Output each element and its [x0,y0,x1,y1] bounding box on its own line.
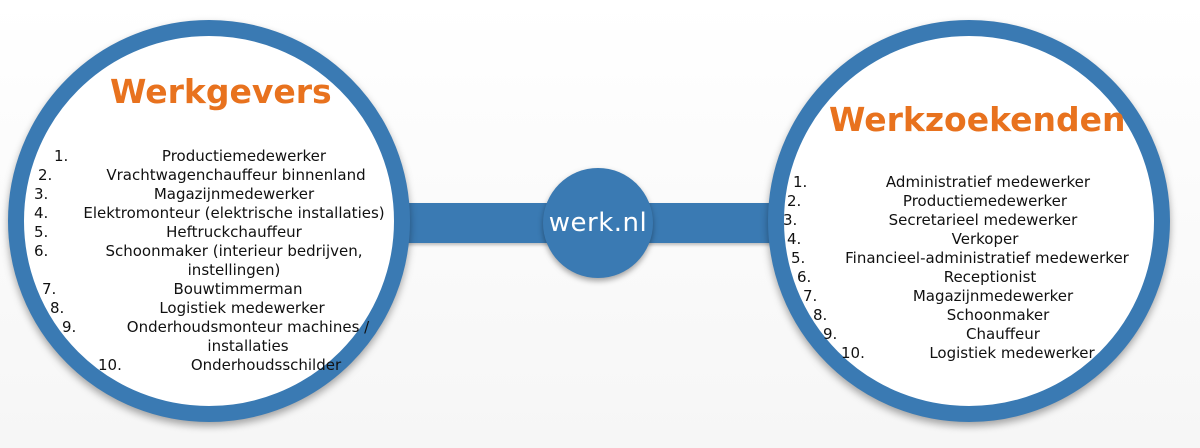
item-number: 5. [791,249,806,267]
list-item: 1. Administratief medewerker [783,173,1153,192]
item-text: Logistiek medewerker [929,344,1095,362]
list-item: 7. Magazijnmedewerker [783,287,1153,306]
item-number: 5. [34,223,49,241]
jobseekers-job-list: 1. Administratief medewerker 2. Productiem… [783,173,1153,363]
list-item: 5. Financieel-administratief medewerker [783,249,1153,268]
werk-nl-hub: werk.nl [543,168,653,278]
item-text: Schoonmaker [946,306,1050,324]
item-number: 1. [793,173,808,191]
item-number: 6. [34,242,49,260]
item-text: Productiemedewerker [161,147,327,165]
item-text: Heftruckchauffeur [166,223,302,241]
item-text: Magazijnmedewerker [912,287,1074,305]
item-text: Verkoper [951,230,1019,248]
item-text: Magazijnmedewerker [153,185,315,203]
list-item: 10. Logistiek medewerker [783,344,1153,363]
item-text: Administratief medewerker [885,173,1091,191]
list-item: 9. Chauffeur [783,325,1153,344]
item-number: 8. [50,299,65,317]
item-text: Productiemedewerker [902,192,1068,210]
item-number: 7. [42,280,57,298]
list-item: 9. Onderhoudsmonteur machines / installat… [34,318,404,356]
item-text: Onderhoudsmonteur machines / installatie… [126,318,370,355]
item-number: 1. [54,147,69,165]
list-item: 4. Elektromonteur (elektrische installati… [34,204,404,223]
list-item: 1. Productiemedewerker [34,147,404,166]
jobseekers-title: Werkzoekenden [829,100,1126,139]
list-item: 3. Magazijnmedewerker [34,185,404,204]
item-text: Vrachtwagenchauffeur binnenland [106,166,366,184]
item-number: 3. [34,185,49,203]
list-item: 5. Heftruckchauffeur [34,223,404,242]
item-text: Bouwtimmerman [173,280,303,298]
employers-title: Werkgevers [110,72,332,111]
list-item: 10. Onderhoudsschilder [34,356,404,375]
item-number: 9. [62,318,77,336]
item-text: Financieel-administratief medewerker [845,249,1129,267]
item-number: 10. [841,344,865,362]
list-item: 2. Productiemedewerker [783,192,1153,211]
item-text: Logistiek medewerker [159,299,325,317]
item-number: 8. [813,306,828,324]
item-text: Schoonmaker (interieur bedrijven, instel… [105,242,363,279]
item-number: 2. [787,192,802,210]
item-text: Chauffeur [966,325,1040,343]
hub-label: werk.nl [548,208,648,238]
item-text: Elektromonteur (elektrische installaties… [83,204,385,222]
item-number: 7. [803,287,818,305]
list-item: 8. Logistiek medewerker [34,299,404,318]
list-item: 6. Receptionist [783,268,1153,287]
employers-job-list: 1. Productiemedewerker 2. Vrachtwagenchauf… [34,147,404,375]
item-text: Receptionist [943,268,1037,286]
list-item: 8. Schoonmaker [783,306,1153,325]
list-item: 3. Secretarieel medewerker [783,211,1153,230]
item-number: 2. [38,166,53,184]
list-item: 6. Schoonmaker (interieur bedrijven, inst… [34,242,404,280]
item-number: 10. [98,356,122,374]
item-number: 4. [787,230,802,248]
item-number: 3. [783,211,798,229]
list-item: 4. Verkoper [783,230,1153,249]
item-text: Onderhoudsschilder [190,356,342,374]
item-number: 9. [823,325,838,343]
item-text: Secretarieel medewerker [888,211,1078,229]
list-item: 2. Vrachtwagenchauffeur binnenland [34,166,404,185]
list-item: 7. Bouwtimmerman [34,280,404,299]
item-number: 6. [797,268,812,286]
item-number: 4. [34,204,49,222]
